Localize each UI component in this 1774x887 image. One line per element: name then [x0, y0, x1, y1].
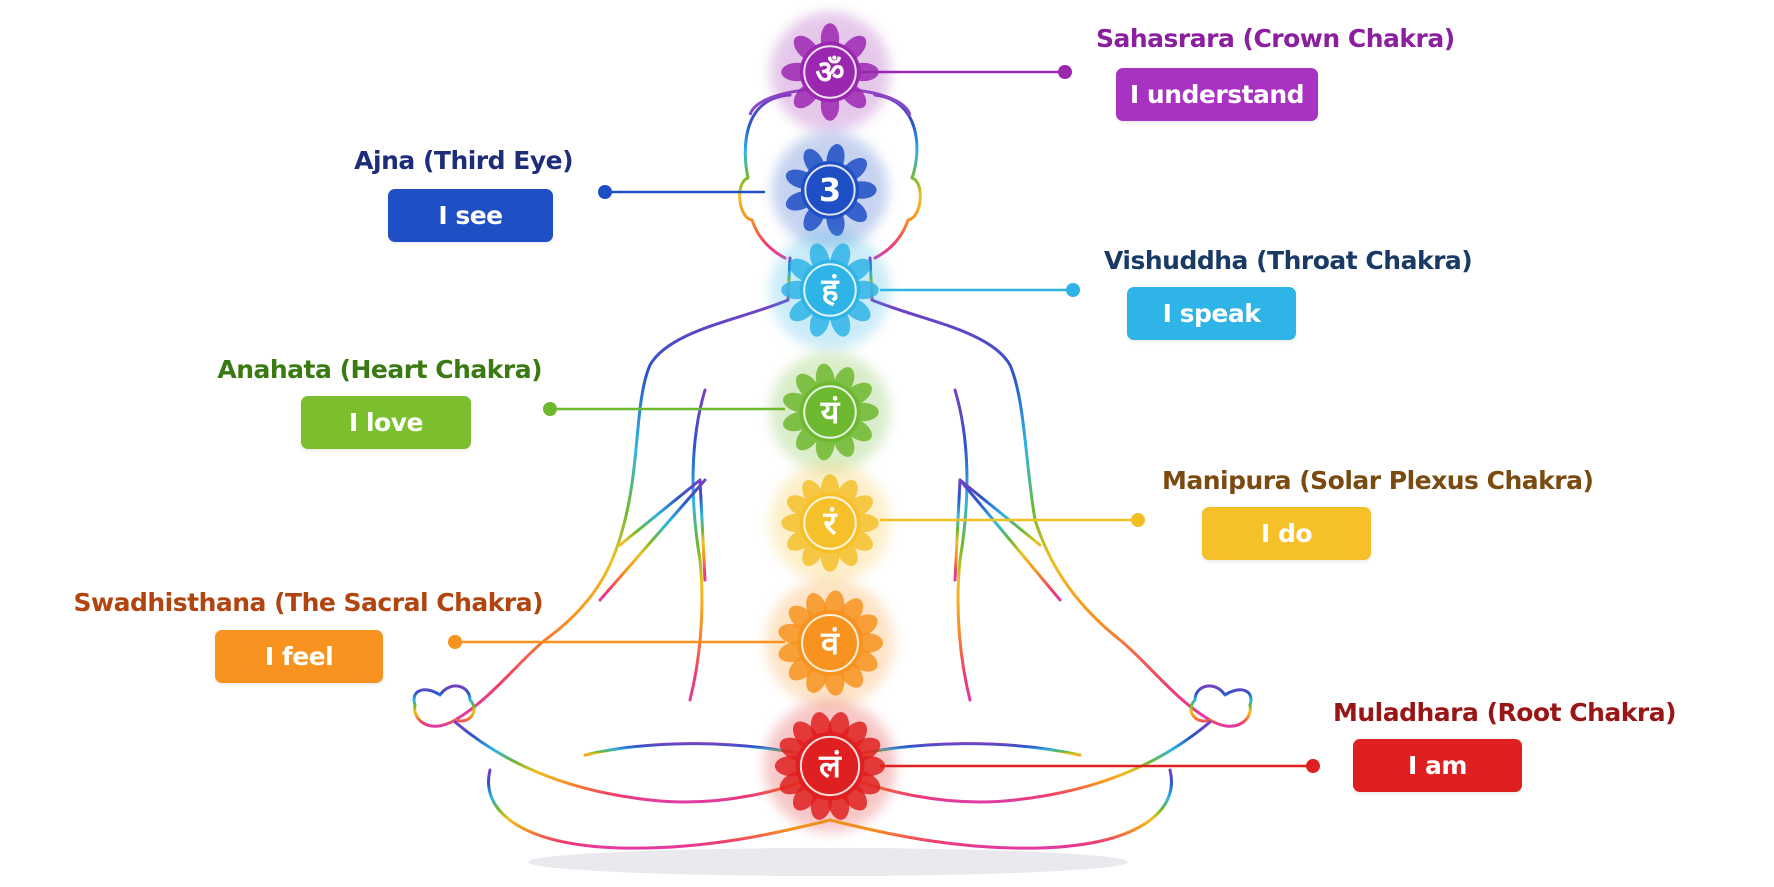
muladhara-title: Muladhara (Root Chakra)	[1333, 698, 1677, 727]
manipura-affirmation-badge: I do	[1202, 507, 1371, 560]
vishuddha-glyph: हं	[821, 271, 840, 309]
anahata-chakra-icon: यं	[770, 352, 890, 472]
swadhisthana-affirmation-badge: I feel	[215, 630, 383, 683]
ajna-glyph: 3	[819, 171, 841, 209]
anahata-glyph: यं	[820, 393, 841, 431]
vishuddha-affirmation-badge: I speak	[1127, 287, 1296, 340]
vishuddha-title: Vishuddha (Throat Chakra)	[1104, 246, 1473, 275]
ajna-title: Ajna (Third Eye)	[354, 146, 573, 175]
swadhisthana-glyph: वं	[820, 624, 840, 662]
ground-shadow	[528, 848, 1128, 876]
connector-lines	[448, 65, 1320, 773]
muladhara-affirmation-badge: I am	[1353, 739, 1522, 792]
sahasrara-affirmation-badge: I understand	[1116, 68, 1318, 121]
manipura-glyph: रं	[822, 504, 838, 542]
anahata-title: Anahata (Heart Chakra)	[217, 355, 542, 384]
sahasrara-title: Sahasrara (Crown Chakra)	[1096, 24, 1455, 53]
muladhara-glyph: लं	[818, 747, 842, 785]
swadhisthana-chakra-icon: वं	[766, 579, 894, 707]
sahasrara-glyph: ॐ	[815, 53, 844, 91]
muladhara-chakra-icon: लं	[764, 700, 896, 832]
ajna-affirmation-badge: I see	[388, 189, 553, 242]
ajna-chakra-icon: 3	[772, 132, 888, 248]
swadhisthana-title: Swadhisthana (The Sacral Chakra)	[73, 588, 544, 617]
anahata-affirmation-badge: I love	[301, 396, 471, 449]
vishuddha-chakra-icon: हं	[770, 230, 890, 350]
sahasrara-chakra-icon: ॐ	[770, 12, 890, 132]
manipura-title: Manipura (Solar Plexus Chakra)	[1162, 466, 1594, 495]
manipura-chakra-icon: रं	[770, 463, 890, 583]
